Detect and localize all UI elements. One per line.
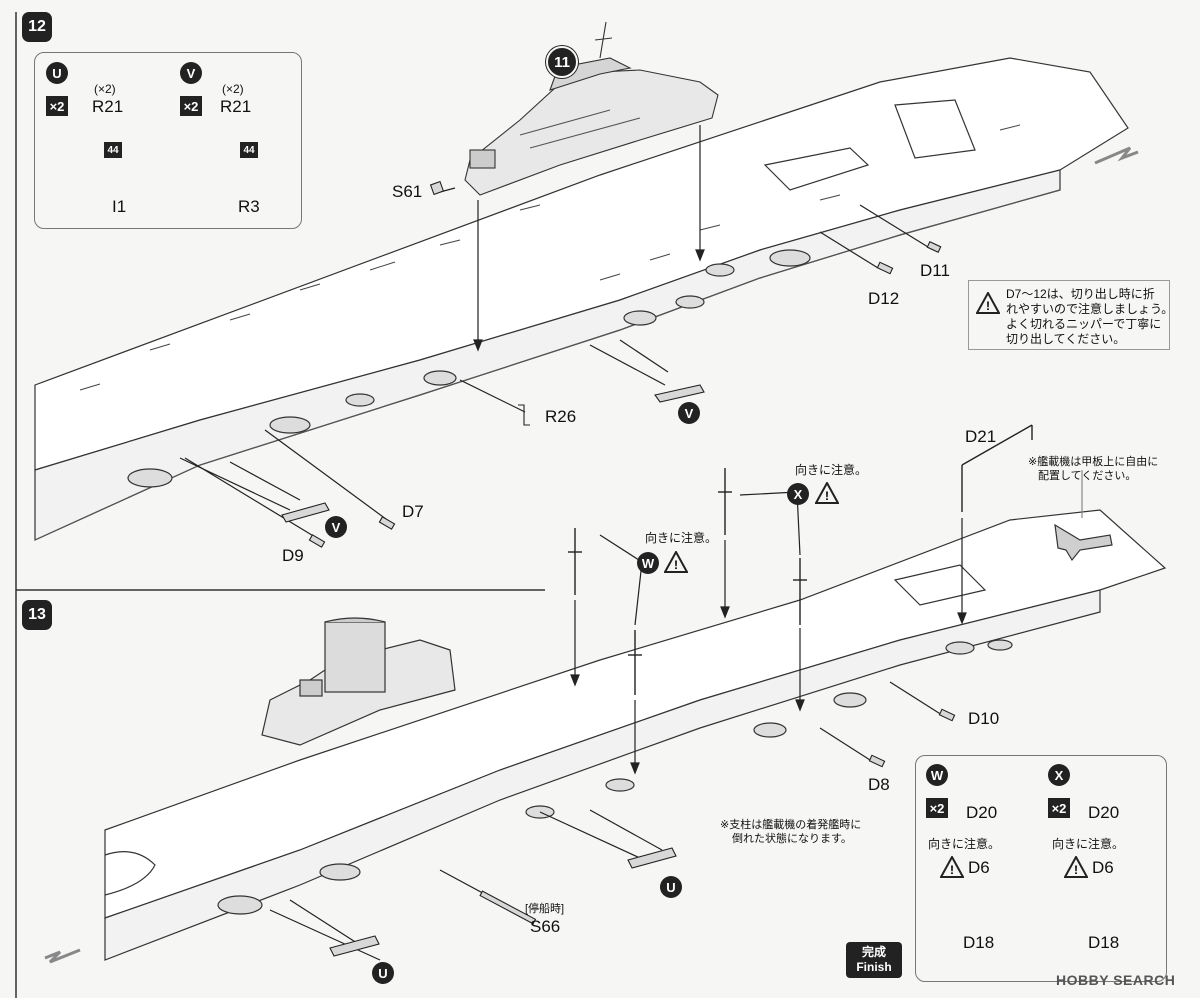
part-d10-label: D10 [968,709,1000,728]
w-inset-qty: ×2 [926,798,948,818]
boat-parts-step12 [281,180,942,548]
caution-note-box [968,280,1170,350]
aircraft-note-line1: ※艦載機は甲板上に自由に [1028,456,1159,468]
part-d21-label: D21 [965,427,997,446]
masts-and-crane [568,424,1033,695]
caution-note-line3: よく切れるニッパーで丁寧に [1006,317,1162,331]
v-part-r21-label: R21 [220,97,252,116]
u-part-r21-label: R21 [92,97,124,116]
u-deck-part-label: 44 [104,142,122,158]
part-d9-label: D9 [282,546,304,565]
v-deck-part-label: 44 [240,142,258,158]
finish-jp-label: 完成 [861,945,886,959]
carrier-hull-step12 [34,57,1139,541]
finish-en-label: Finish [856,960,892,974]
orient-note-w: 向きに注意。 [645,531,718,545]
part-s61-label: S61 [392,182,423,201]
s66-stopped-note: [停船時] [525,903,565,915]
caution-note-line4: 切り出してください。 [1006,332,1126,346]
caution-note-line2: れやすいので注意しましょう。 [1006,302,1174,316]
step-11-badge: 11 [546,46,578,78]
step-13-badge: 13 [22,600,52,630]
u-subassembly-badge: U [46,62,68,84]
u-attach-badge-2: U [372,962,394,984]
u-quantity-badge: ×2 [46,96,68,116]
part-s66-label: S66 [530,917,561,936]
inset-uv-box [34,52,302,229]
aircraft-note-line2: 配置してください。 [1038,470,1137,482]
x-part-d18-label: D18 [1088,933,1120,952]
strut-note-line1: ※支柱は艦載機の着発艦時に [720,819,862,831]
w-part-d6-label: D6 [968,858,990,877]
u-boat-part-label: I1 [112,197,127,216]
w-mast-badge: W [637,552,659,574]
v-quantity-badge: ×2 [180,96,202,116]
v-attach-badge-1: V [678,402,700,424]
w-part-d18-label: D18 [963,933,995,952]
svg-text:!: ! [674,558,678,572]
caution-note-line1: D7～12は、切り出し時に折 [1006,287,1155,301]
x-mast-badge: X [787,483,809,505]
v-attach-badge-2: V [325,516,347,538]
warning-icon-x-inset: ! [1064,856,1088,878]
svg-text:!: ! [825,489,829,503]
svg-text:!: ! [950,863,954,877]
strut-note-line2: 倒れた状態になります。 [732,833,852,845]
part-d12-label: D12 [868,289,900,308]
v-subassembly-badge: V [180,62,202,84]
x-inset-qty: ×2 [1048,798,1070,818]
svg-text:!: ! [1074,863,1078,877]
v-boat-part-label: R3 [238,197,260,216]
w-part-d20-label: D20 [966,803,998,822]
u-times-label: (×2) [94,82,116,96]
inset-wx-box [915,755,1167,982]
x-part-d20-label: D20 [1088,803,1120,822]
watermark: HOBBY SEARCH [1056,972,1176,988]
part-d7-label: D7 [402,502,424,521]
u-attach-badge-1: U [660,876,682,898]
x-orient-note: 向きに注意。 [1052,837,1125,851]
warning-icon: ! [976,292,1000,314]
w-inset-badge: W [926,764,948,786]
svg-text:!: ! [986,299,990,313]
warning-icon-w-inset: ! [940,856,964,878]
warning-icon-w: ! [664,551,688,573]
part-d8-label: D8 [868,775,890,794]
w-orient-note: 向きに注意。 [928,837,1001,851]
x-part-d6-label: D6 [1092,858,1114,877]
assembly-arrows-step12 [179,125,929,541]
part-r26-label: R26 [545,407,577,426]
island-superstructure [464,21,719,196]
warning-icon-x: ! [815,482,839,504]
step-12-badge: 12 [22,12,52,42]
boat-parts-step13 [329,708,956,957]
finish-badge: 完成 Finish [846,942,902,978]
x-inset-badge: X [1048,764,1070,786]
orient-note-x: 向きに注意。 [795,463,868,477]
part-d11-label: D11 [920,261,950,280]
v-times-label: (×2) [222,82,244,96]
